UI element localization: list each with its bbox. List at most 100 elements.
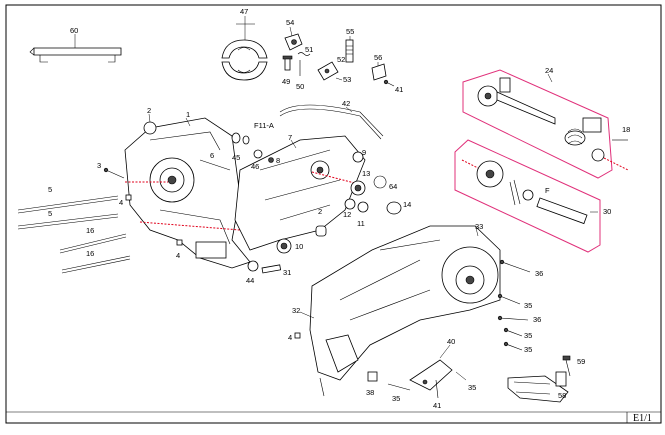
part-35-screw-left (319, 377, 325, 397)
part-10-bearing (276, 238, 292, 254)
part-36-screw-lower (497, 315, 529, 321)
callout-35-c: 35 (524, 345, 532, 354)
callout-46: 46 (251, 162, 259, 171)
callout-5-lower: 5 (48, 209, 52, 218)
callout-6: 6 (210, 151, 214, 160)
callout-41-upper: 41 (395, 85, 403, 94)
callout-33: 33 (475, 222, 483, 231)
part-36-screw-upper (499, 259, 531, 273)
part-49-bolt (282, 55, 293, 71)
part-24-kickstart-assembly (462, 69, 629, 179)
callout-45: 45 (232, 153, 240, 162)
part-56-clip (371, 62, 387, 81)
callout-7: 7 (288, 133, 292, 142)
callout-2-lower: 2 (318, 207, 322, 216)
callout-64: 64 (389, 182, 397, 191)
part-8-bolt (268, 157, 274, 163)
callout-35-b: 35 (524, 331, 532, 340)
callout-60: 60 (70, 26, 78, 35)
callout-51: 51 (305, 45, 313, 54)
part-44-washer (247, 260, 259, 272)
callout-31: 31 (283, 268, 291, 277)
part-13-bearing (350, 180, 366, 196)
callout-14: 14 (403, 200, 411, 209)
part-12-washer (344, 198, 356, 210)
callout-35-d: 35 (468, 383, 476, 392)
callout-38: 38 (366, 388, 374, 397)
callout-13: 13 (362, 169, 370, 178)
part-3-bolt (103, 167, 125, 179)
part-5-stud-upper (17, 195, 119, 214)
part-58-kick-lever (507, 371, 569, 403)
callout-3: 3 (97, 161, 101, 170)
inline-label-f11a: F11-A (254, 121, 274, 130)
callout-32: 32 (292, 306, 300, 315)
callout-30: 30 (603, 207, 611, 216)
part-40-bracket (409, 344, 467, 391)
page-border (5, 4, 662, 424)
part-4-dowel-left (125, 194, 132, 201)
part-31-bolt (261, 264, 282, 274)
part-4-dowel-right (294, 332, 301, 339)
callout-12: 12 (343, 210, 351, 219)
callout-9: 9 (362, 148, 366, 157)
part-55-spring-rod (345, 36, 354, 63)
part-41-bolt-upper (383, 79, 395, 87)
part-38-nut (367, 371, 378, 382)
callout-58: 58 (558, 391, 566, 400)
callout-41-lower: 41 (433, 401, 441, 410)
part-35-screw-a (497, 293, 521, 305)
callout-54: 54 (286, 18, 294, 27)
part-14-seal (386, 201, 402, 215)
callout-16-lower: 16 (86, 249, 94, 258)
callout-16-upper: 16 (86, 226, 94, 235)
callout-8: 8 (276, 156, 280, 165)
callout-53: 53 (343, 75, 351, 84)
callout-35-a: 35 (524, 301, 532, 310)
callout-56: 56 (374, 53, 382, 62)
part-2-dowel-lower (315, 225, 327, 237)
part-47-brake-shoes (221, 16, 268, 81)
callout-47: 47 (240, 7, 248, 16)
callout-35-e: 35 (392, 394, 400, 403)
part-41-bolt-lower (435, 379, 439, 399)
callout-24: 24 (545, 66, 553, 75)
callout-11: 11 (357, 219, 365, 228)
callout-18: 18 (622, 125, 630, 134)
callout-55: 55 (346, 27, 354, 36)
part-4-dowel-middle (176, 239, 183, 246)
part-35-screw-b (503, 327, 523, 337)
part-52-bracket (317, 61, 339, 81)
inline-mark-f: F (545, 186, 550, 195)
callout-4-left: 4 (119, 198, 123, 207)
callout-49: 49 (282, 77, 290, 86)
part-46-washer (253, 149, 263, 159)
callout-2-upper: 2 (147, 106, 151, 115)
part-9-bearing (352, 151, 364, 163)
callout-40: 40 (447, 337, 455, 346)
callout-36-lower: 36 (533, 315, 541, 324)
part-16-stud-upper (59, 233, 127, 254)
part-60-bracket (29, 34, 122, 63)
part-1-crankcase (124, 117, 266, 269)
callout-42: 42 (342, 99, 350, 108)
part-11-bearing (357, 201, 369, 213)
part-35-screw-c (503, 341, 523, 351)
callout-44: 44 (246, 276, 254, 285)
callout-36-upper: 36 (535, 269, 543, 278)
page-number: E1/1 (633, 413, 652, 424)
part-5-stud-lower (17, 213, 119, 230)
part-32-crankcase-cover (309, 225, 501, 381)
callout-52: 52 (337, 55, 345, 64)
callout-1: 1 (186, 110, 190, 119)
part-64-clip (373, 175, 387, 189)
callout-50: 50 (296, 82, 304, 91)
callout-10: 10 (295, 242, 303, 251)
part-59-bolt (562, 355, 571, 377)
part-30-starter-gear-assembly (454, 139, 601, 253)
part-42-pipe (279, 104, 384, 140)
callout-5-upper: 5 (48, 185, 52, 194)
part-35-screw-bottom (387, 383, 411, 391)
part-45-oil-seal (231, 132, 250, 145)
